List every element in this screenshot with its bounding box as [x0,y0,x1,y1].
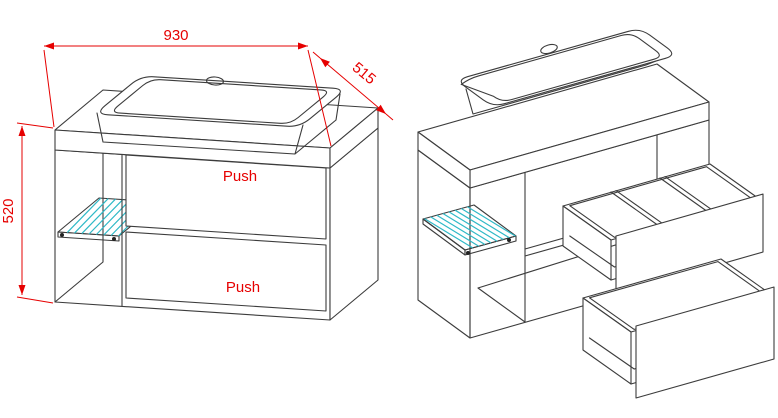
push-label-bottom: Push [226,279,260,296]
faucet-hole [540,43,558,55]
shelf-pin [60,233,64,237]
glass-hatching [424,206,516,249]
drawer-partitions [610,176,714,227]
shelf-pin [466,251,470,255]
faucet-hole [205,76,225,86]
right-view [417,29,775,399]
drawer-box-bottom [582,258,775,399]
drawer-box-top [562,163,764,295]
svg-text:520: 520 [0,198,17,223]
glass-shelf-right [422,204,517,256]
drawer-front-bottom [125,231,327,312]
shelf-pin [112,237,116,241]
shelf-pin [507,238,511,242]
svg-text:515: 515 [349,59,379,88]
push-label-top: Push [223,168,257,185]
washbasin-right [460,29,673,115]
drawer-front-panel [635,286,775,399]
countertop-right [417,63,710,189]
dimension-height: 520 [0,122,54,304]
cabinet-body [54,127,379,321]
washbasin [96,76,341,155]
dimension-width: 930 [43,27,332,147]
left-view: Push Push 930 515 520 [0,27,394,321]
svg-text:930: 930 [163,27,188,44]
drawer-front-panel [615,193,764,295]
